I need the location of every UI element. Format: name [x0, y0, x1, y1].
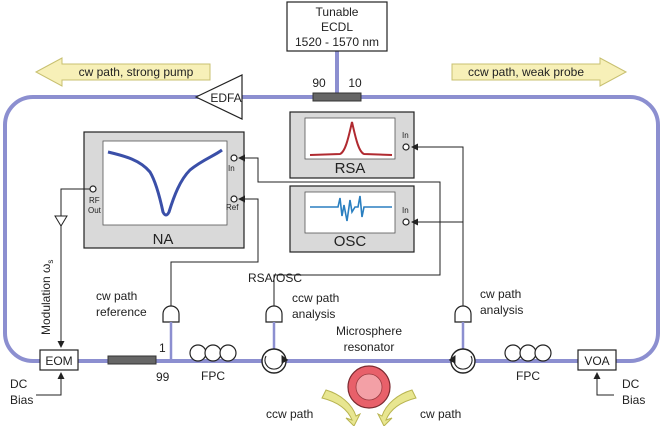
na-out-label: Out [88, 206, 102, 215]
osc-in-label: In [402, 206, 409, 215]
na-rf-label: RF [89, 196, 100, 205]
osc-instrument: OSC In [289, 185, 415, 253]
osc-trace [310, 195, 392, 222]
voa-dc-label-1: DC [622, 377, 640, 391]
eom-label: EOM [45, 354, 72, 368]
cw-reference-to-na-wire [170, 195, 259, 308]
top-coupler [312, 92, 362, 102]
photodiode-cw-reference [162, 305, 180, 361]
na-rf-to-eom-wire [57, 188, 90, 348]
na-in-label: In [228, 164, 235, 173]
fpc-left-label: FPC [201, 369, 225, 383]
cw-direction-arrow: cw path, strong pump [34, 57, 211, 87]
fpc-right-label: FPC [516, 369, 540, 383]
cw-analysis-to-rsa-wire [411, 143, 464, 308]
ccw-coupling-arrow [321, 389, 362, 426]
bottom-cw-label: cw path [420, 407, 461, 421]
circulator-right [448, 348, 476, 374]
na-title: NA [153, 231, 174, 248]
laser-box: Tunable ECDL 1520 - 1570 nm [286, 1, 388, 52]
osc-title: OSC [334, 233, 367, 250]
na-ref-label: Ref [226, 203, 239, 212]
cw-reference-label-1: cw path [96, 289, 137, 303]
photodiode-ccw-analysis [265, 305, 283, 350]
cw-reference-label-2: reference [96, 305, 147, 319]
ccw-analysis-label-2: analysis [292, 307, 335, 321]
cw-coupling-arrow [376, 389, 417, 426]
coupler-port-99: 99 [156, 370, 170, 384]
ccw-direction-label: ccw path, weak probe [468, 65, 584, 79]
laser-line2: ECDL [321, 20, 353, 34]
resonator-label-1: Microsphere [336, 324, 402, 338]
voa-attenuator: VOA [577, 349, 617, 371]
bottom-ccw-label: ccw path [266, 407, 313, 421]
rsa-osc-label: RSA/OSC [248, 271, 302, 285]
photodiode-cw-analysis [454, 305, 472, 350]
modulation-label: Modulation ωs [39, 260, 55, 335]
rf-amplifier-symbol [54, 215, 68, 227]
circulator-left [261, 348, 289, 374]
coupler-port-90: 90 [312, 76, 326, 90]
microsphere-resonator [347, 365, 391, 409]
cw-analysis-label-2: analysis [480, 303, 523, 317]
eom-dc-bias-wire [36, 372, 65, 396]
edfa-label: EDFA [210, 91, 241, 105]
ccw-analysis-label-1: ccw path [292, 291, 339, 305]
laser-wavelength: 1520 - 1570 nm [295, 35, 379, 49]
voa-dc-bias-wire [593, 372, 614, 396]
na-instrument: NA In Ref RF Out [83, 131, 245, 249]
na-trace [107, 148, 223, 217]
fpc-left: FPC [189, 344, 237, 383]
rsa-title: RSA [335, 160, 366, 177]
coupler-port-10: 10 [348, 76, 362, 90]
laser-line1: Tunable [316, 5, 359, 19]
cw-direction-label: cw path, strong pump [79, 65, 194, 79]
resonator-label-2: resonator [344, 340, 395, 354]
bottom-coupler [107, 355, 157, 365]
eom-modulator: EOM [39, 349, 79, 371]
cw-analysis-label-1: cw path [480, 287, 521, 301]
ccw-direction-arrow: ccw path, weak probe [451, 57, 628, 87]
edfa-amplifier: EDFA [194, 74, 243, 120]
coupler-port-1: 1 [159, 341, 166, 355]
rsa-in-label: In [402, 131, 409, 140]
eom-dc-label-1: DC [10, 377, 28, 391]
voa-label: VOA [584, 354, 609, 368]
voa-dc-label-2: Bias [622, 393, 645, 407]
ccw-analysis-to-na-wire [238, 154, 441, 308]
rsa-instrument: RSA In [289, 111, 415, 179]
rsa-trace [309, 121, 393, 156]
eom-dc-label-2: Bias [10, 393, 33, 407]
fpc-right: FPC [504, 344, 552, 383]
